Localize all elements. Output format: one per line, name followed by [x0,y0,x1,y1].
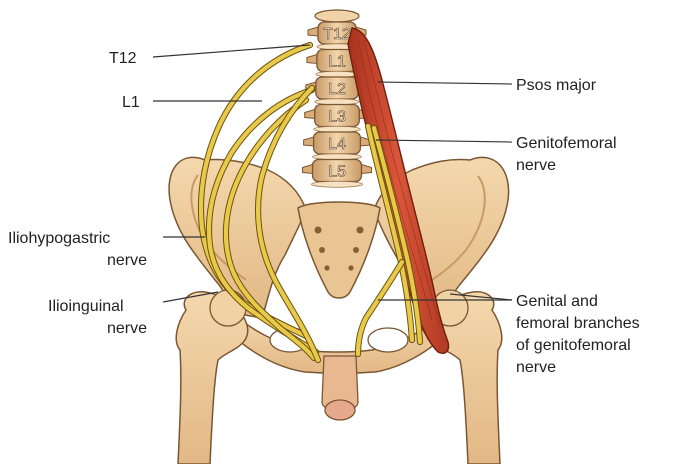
vertebra-label-l1: L1 [328,54,346,71]
label-ilioinguinal-nerve-line2: nerve [107,320,147,337]
vertebra-label-t12: T12 [323,26,351,43]
vertebra-label-l3: L3 [328,109,346,126]
vertebra-l5: L5 [303,160,372,188]
label-psoas-major: Psos major [516,77,597,94]
external-genitalia [322,356,358,420]
label-branches-line2: femoral branches [516,315,640,332]
sacrum [298,202,380,298]
label-t12: T12 [109,50,137,67]
label-l1: L1 [122,94,140,111]
label-branches-line4: nerve [516,359,556,376]
vertebra-label-l4: L4 [328,136,346,153]
vertebra-l4: L4 [304,132,371,160]
vertebra-l3: L3 [305,105,370,133]
label-genitofemoral-nerve-line1: Genitofemoral [516,135,617,152]
label-branches-line3: of genitofemoral [516,337,631,354]
label-genitofemoral-nerve-line2: nerve [516,157,556,174]
label-branches-line1: Genital and [516,293,598,310]
label-ilioinguinal-nerve-line1: Ilioinguinal [48,298,124,315]
label-iliohypogastric-nerve-line1: Iliohypogastric [8,230,110,247]
vertebra-label-l2: L2 [328,81,346,98]
vertebra-label-l5: L5 [328,164,346,181]
label-iliohypogastric-nerve-line2: nerve [107,252,147,269]
